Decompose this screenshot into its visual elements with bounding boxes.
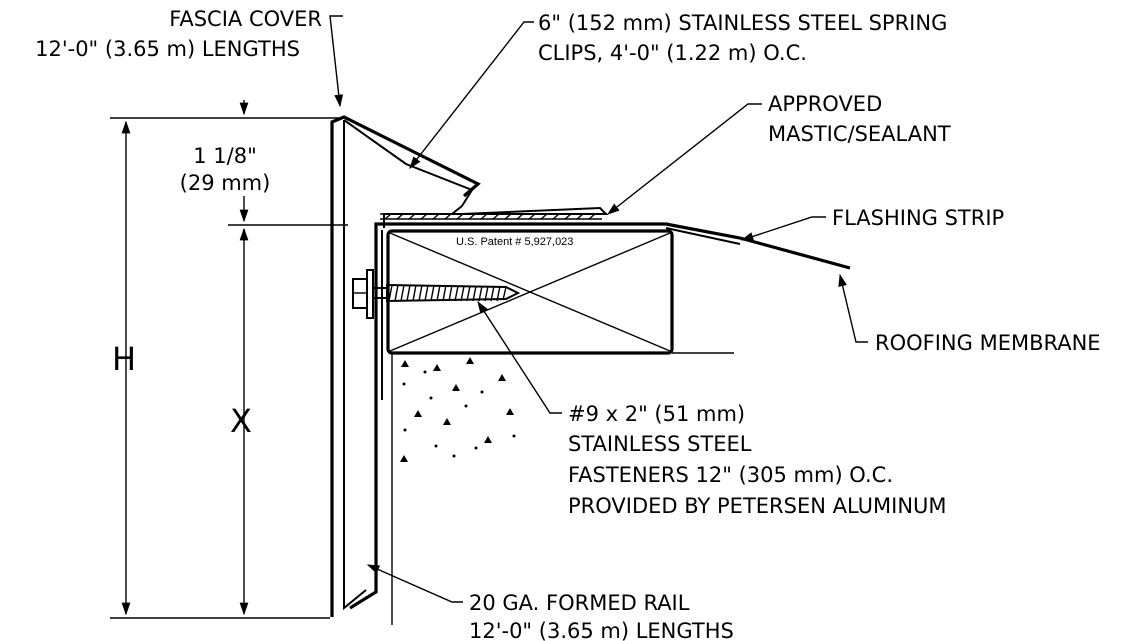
label-rail-1: 20 GA. FORMED RAIL — [469, 591, 690, 615]
label-spring-clips-1: 6" (152 mm) STAINLESS STEEL SPRING — [538, 11, 947, 35]
dimension-h — [110, 117, 340, 619]
patent-label: U.S. Patent # 5,927,023 — [456, 236, 573, 248]
leader-spring-clips — [409, 21, 534, 169]
mastic-sealant — [380, 213, 602, 220]
label-mastic-2: MASTIC/SEALANT — [768, 122, 951, 146]
label-flashing-strip: FLASHING STRIP — [832, 206, 1004, 230]
label-fasteners-4: PROVIDED BY PETERSEN ALUMINUM — [568, 494, 947, 518]
leader-roofing-membrane — [838, 273, 868, 343]
label-fasteners-3: FASTENERS 12" (305 mm) O.C. — [568, 463, 893, 487]
fascia-cover — [330, 115, 481, 617]
leader-flashing — [740, 216, 826, 241]
label-mastic-1: APPROVED — [768, 92, 882, 116]
flashing-strip — [665, 227, 741, 245]
dimension-offset-label-2: (29 mm) — [180, 171, 271, 195]
leader-mastic — [607, 103, 762, 215]
dimension-x — [228, 224, 348, 616]
concrete-aggregate — [400, 357, 516, 462]
dimension-offset-label-1: 1 1/8" — [193, 144, 257, 168]
label-spring-clips-2: CLIPS, 4'-0" (1.22 m) O.C. — [538, 41, 807, 65]
leader-formed-rail — [366, 564, 463, 603]
dimension-h-label: H — [112, 340, 136, 378]
dimension-x-label: X — [230, 402, 252, 440]
leader-fasteners — [477, 300, 562, 414]
fastener-screw — [352, 269, 521, 319]
label-fasteners-1: #9 x 2" (51 mm) — [568, 402, 745, 426]
label-rail-2: 12'-0" (3.65 m) LENGTHS — [469, 619, 734, 641]
leader-fascia-cover — [329, 15, 344, 108]
fascia-cover-inner — [343, 120, 367, 611]
label-fasteners-2: STAINLESS STEEL — [568, 432, 752, 456]
label-fascia-cover-1: FASCIA COVER — [169, 7, 322, 31]
formed-rail — [349, 222, 851, 610]
label-roofing-membrane: ROOFING MEMBRANE — [875, 331, 1101, 355]
label-fascia-cover-2: 12'-0" (3.65 m) LENGTHS — [35, 37, 300, 61]
nailer-cross-2 — [389, 232, 671, 352]
